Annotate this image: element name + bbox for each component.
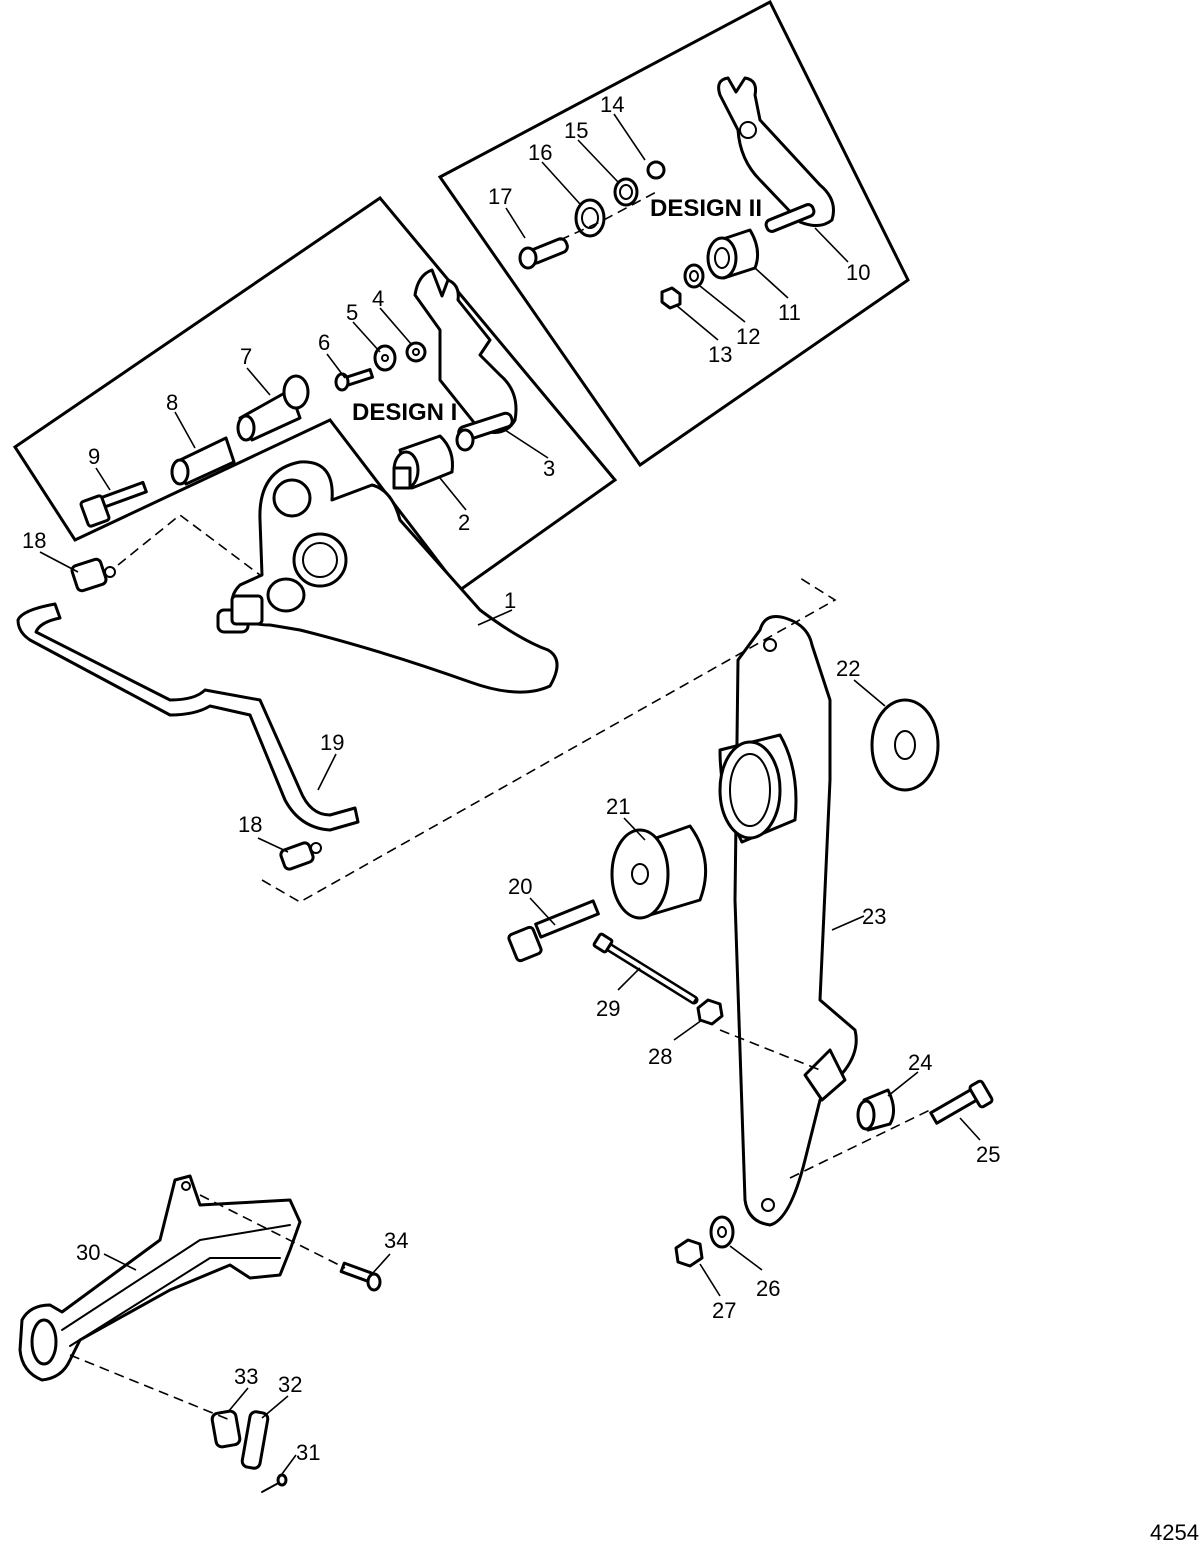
callout-34: 34 [384, 1228, 408, 1253]
callout-28: 28 [648, 1044, 672, 1069]
design-1-shift-arm [413, 268, 518, 452]
shift-lever-bushing [392, 434, 454, 490]
bracket-screw [339, 1261, 382, 1292]
leader-lines [39, 113, 981, 1475]
callout-8: 8 [166, 390, 178, 415]
main-shift-lever [718, 615, 858, 1227]
threaded-stud [592, 932, 699, 1005]
bolt [79, 480, 148, 528]
design-2-seal [613, 177, 639, 207]
callout-27: 27 [712, 1298, 736, 1323]
design-2-lock-washer [646, 160, 666, 180]
sleeve [170, 436, 236, 486]
callout-17: 17 [488, 184, 512, 209]
design-1-label: DESIGN I [352, 399, 457, 426]
callout-18-upper: 18 [22, 528, 46, 553]
callout-22: 22 [836, 656, 860, 681]
assembly-line-rod-to-lever [261, 577, 837, 903]
design-2-box [437, 0, 910, 468]
callout-15: 15 [564, 118, 588, 143]
callout-20: 20 [508, 874, 532, 899]
callout-12: 12 [736, 324, 760, 349]
plate-screw [261, 1473, 288, 1493]
rod-clip-lower [279, 841, 322, 871]
stud-nut [696, 998, 724, 1026]
callout-6: 6 [318, 330, 330, 355]
callout-2: 2 [458, 510, 470, 535]
callout-33: 33 [234, 1364, 258, 1389]
switch-block [210, 1409, 242, 1449]
callout-13: 13 [708, 342, 732, 367]
assembly-line-bolt-25 [789, 1109, 931, 1179]
assembly-line-bracket-34 [199, 1194, 346, 1269]
callout-30: 30 [76, 1240, 100, 1265]
callout-16: 16 [528, 140, 552, 165]
callout-9: 9 [88, 444, 100, 469]
callout-29: 29 [596, 996, 620, 1021]
shift-lever [216, 460, 559, 694]
callout-32: 32 [278, 1372, 302, 1397]
callout-numbers: 1 2 3 4 5 6 7 8 9 10 11 12 13 14 15 16 1… [22, 92, 1000, 1465]
callout-24: 24 [908, 1050, 932, 1075]
design-2-bushing [706, 228, 760, 280]
rod-clip-upper [70, 557, 116, 593]
assembly-line-clip [117, 513, 261, 576]
design-2-nut [660, 286, 682, 310]
callout-21: 21 [606, 794, 630, 819]
assembly-line-lower-lever [719, 1029, 821, 1071]
callout-26: 26 [756, 1276, 780, 1301]
callout-7: 7 [240, 344, 252, 369]
callout-10: 10 [846, 260, 870, 285]
callout-31: 31 [296, 1440, 320, 1465]
design-2-washer [683, 263, 705, 289]
assembly-line-design2 [559, 189, 661, 241]
pivot-bolt [507, 899, 600, 963]
spacer [856, 1088, 895, 1132]
lock-washer-star [405, 341, 427, 363]
callout-1: 1 [504, 588, 516, 613]
callout-5: 5 [346, 300, 358, 325]
callout-14: 14 [600, 92, 624, 117]
callout-18-lower: 18 [238, 812, 262, 837]
callout-4: 4 [372, 286, 384, 311]
design-2-pin [518, 237, 569, 270]
callout-19: 19 [320, 730, 344, 755]
screw [334, 368, 375, 392]
shoulder-bolt [929, 1079, 994, 1125]
callout-23: 23 [862, 904, 886, 929]
small-washer [709, 1215, 735, 1249]
design-2-shift-arm [717, 76, 835, 233]
figure-number: 4254 [1150, 1520, 1199, 1545]
mounting-bracket [18, 1174, 302, 1382]
cover-plate [240, 1410, 270, 1470]
design-2-label: DESIGN II [650, 195, 762, 222]
callout-25: 25 [976, 1142, 1000, 1167]
assembly-line-bracket-33 [69, 1354, 231, 1421]
lock-nut [674, 1238, 704, 1268]
lever-bushing [610, 824, 708, 920]
shift-link-rod [16, 602, 360, 832]
flanged-bushing [236, 374, 310, 442]
callout-11: 11 [778, 300, 801, 325]
large-washer [870, 698, 940, 792]
design-2-bearing [574, 198, 606, 238]
callout-3: 3 [543, 456, 555, 481]
